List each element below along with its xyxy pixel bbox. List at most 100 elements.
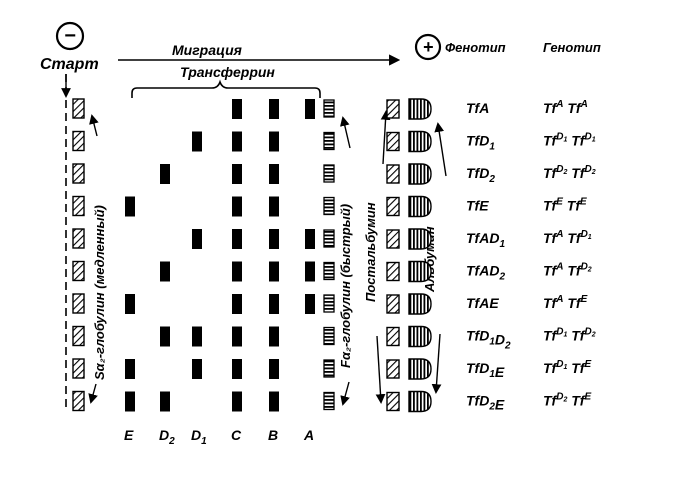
phenotype-label: TfD1 bbox=[466, 133, 495, 153]
postalbumin-band bbox=[386, 261, 400, 282]
postalbumin-band bbox=[386, 229, 400, 249]
transferrin-band-b bbox=[269, 164, 279, 184]
phenotype-label: TfAD1 bbox=[466, 230, 505, 250]
transferrin-band-b bbox=[269, 294, 279, 314]
albumin-band bbox=[408, 325, 432, 348]
albumin-band bbox=[408, 98, 432, 120]
start-label: Старт bbox=[40, 56, 99, 73]
minus-circle-icon bbox=[55, 21, 85, 51]
postalbumin-band bbox=[386, 391, 400, 412]
phenotype-label: TfE bbox=[466, 198, 489, 214]
phenotype-label: TfD1E bbox=[466, 360, 505, 380]
postalbumin-band bbox=[386, 359, 400, 379]
column-label-e: E bbox=[124, 427, 134, 443]
postalbumin-down-arrow bbox=[375, 335, 386, 404]
transferrin-band-c bbox=[232, 196, 242, 217]
plus-circle-icon bbox=[414, 33, 442, 61]
albumin-band bbox=[408, 390, 432, 413]
s-globulin-band bbox=[72, 130, 85, 152]
transferrin-band-e bbox=[125, 196, 135, 217]
transferrin-band-c bbox=[232, 164, 242, 184]
genotype-label: TfD2 TfD2 bbox=[543, 164, 596, 181]
transferrin-band-b bbox=[269, 229, 279, 249]
transferrin-band-b bbox=[269, 326, 279, 347]
phenotype-label: TfA bbox=[466, 100, 489, 116]
column-label-b: B bbox=[268, 427, 278, 443]
albumin-band bbox=[408, 195, 432, 218]
genotype-header: Генотип bbox=[543, 40, 601, 55]
s-globulin-band bbox=[72, 98, 85, 119]
transferrin-band-b bbox=[269, 196, 279, 217]
postalbumin-band bbox=[386, 164, 400, 184]
s-globulin-band bbox=[72, 390, 85, 412]
zone-arrows bbox=[88, 110, 447, 406]
f-globulin-band bbox=[323, 326, 335, 346]
f-globulin-band bbox=[323, 164, 335, 183]
transferrin-label: Трансферрин bbox=[180, 64, 275, 80]
transferrin-band-d1 bbox=[192, 359, 202, 379]
transferrin-band-a bbox=[305, 261, 315, 282]
postalbumin-band bbox=[386, 99, 400, 119]
postalbumin-band bbox=[386, 196, 400, 217]
transferrin-band-c bbox=[232, 131, 242, 152]
genotype-label: TfD1 TfD1 bbox=[543, 132, 596, 149]
s-globulin-band bbox=[72, 325, 85, 347]
f-globulin-band bbox=[323, 294, 335, 313]
postalbumin-up-arrow bbox=[380, 110, 391, 165]
genotype-label: TfD1 TfD2 bbox=[543, 327, 596, 344]
transferrin-band-e bbox=[125, 391, 135, 412]
albumin-up-arrow bbox=[434, 122, 447, 177]
transferrin-band-d2 bbox=[160, 164, 170, 184]
genotype-label: TfA TfD1 bbox=[543, 229, 592, 246]
transferrin-bracket bbox=[131, 79, 321, 98]
f-globulin-down-arrow bbox=[340, 381, 350, 406]
transferrin-band-a bbox=[305, 229, 315, 249]
plus-symbol: + bbox=[423, 37, 434, 57]
f-globulin-band bbox=[323, 359, 335, 378]
s-globulin-band bbox=[72, 260, 85, 282]
s-globulin-band bbox=[72, 163, 85, 184]
transferrin-band-c bbox=[232, 261, 242, 282]
s-globulin-band bbox=[72, 228, 85, 249]
transferrin-band-a bbox=[305, 99, 315, 119]
s-globulin-down-arrow bbox=[88, 383, 98, 404]
albumin-band bbox=[408, 293, 432, 315]
transferrin-band-b bbox=[269, 261, 279, 282]
f-globulin-label: Fα₂-глобулин (быстрый) bbox=[338, 204, 353, 368]
transferrin-band-d2 bbox=[160, 326, 170, 347]
f-globulin-band bbox=[323, 131, 335, 151]
genotype-label: TfE TfE bbox=[543, 197, 587, 214]
albumin-down-arrow bbox=[431, 333, 442, 394]
transferrin-band-c bbox=[232, 359, 242, 379]
transferrin-band-a bbox=[305, 294, 315, 314]
genotype-label: TfD2 TfE bbox=[543, 392, 591, 409]
transferrin-band-d2 bbox=[160, 261, 170, 282]
phenotype-label: TfD1D2 bbox=[466, 328, 511, 352]
genotype-label: TfA TfA bbox=[543, 99, 588, 116]
genotype-label: TfA TfE bbox=[543, 294, 588, 311]
albumin-band bbox=[408, 358, 432, 380]
transferrin-band-e bbox=[125, 294, 135, 314]
transferrin-band-b bbox=[269, 391, 279, 412]
phenotype-label: TfAD2 bbox=[466, 263, 505, 283]
transferrin-band-d1 bbox=[192, 229, 202, 249]
cathode-marker: − bbox=[55, 21, 85, 51]
genotype-label: TfD1 TfE bbox=[543, 359, 591, 376]
transferrin-band-c bbox=[232, 99, 242, 119]
s-globulin-band bbox=[72, 293, 85, 314]
f-globulin-band bbox=[323, 99, 335, 118]
phenotype-header: Фенотип bbox=[445, 40, 506, 55]
transferrin-band-e bbox=[125, 359, 135, 379]
albumin-band bbox=[408, 228, 432, 250]
albumin-band bbox=[408, 260, 432, 283]
column-label-d1: D1 bbox=[191, 427, 207, 447]
transferrin-band-c bbox=[232, 229, 242, 249]
postalbumin-band bbox=[386, 326, 400, 347]
phenotype-label: TfD2 bbox=[466, 165, 495, 185]
postalbumin-band bbox=[386, 294, 400, 314]
transferrin-band-c bbox=[232, 326, 242, 347]
transferrin-band-d2 bbox=[160, 391, 170, 412]
f-globulin-band bbox=[323, 196, 335, 216]
